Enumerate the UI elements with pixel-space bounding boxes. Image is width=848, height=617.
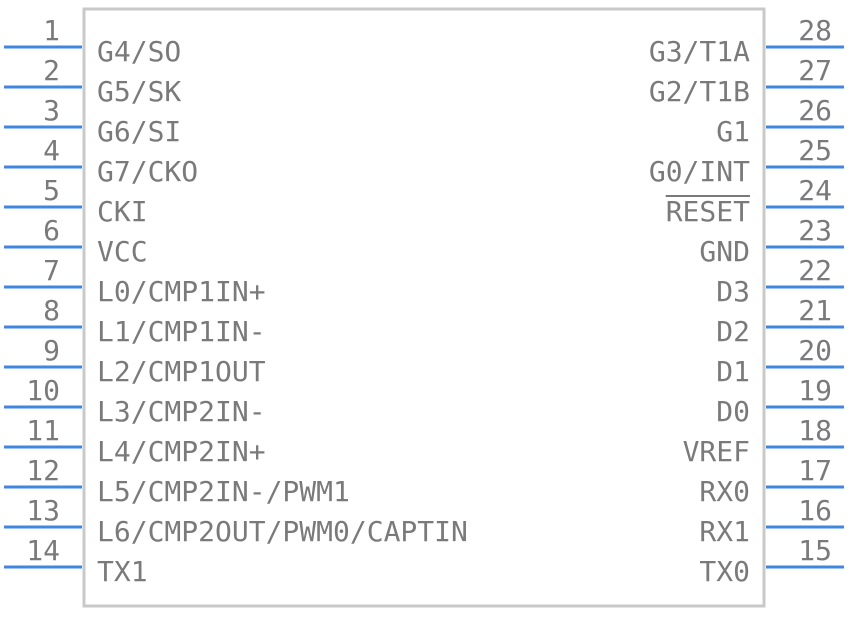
- pin-name: L6/CMP2OUT/PWM0/CAPTIN: [97, 515, 468, 548]
- pin-number: 15: [798, 534, 832, 567]
- pin-number: 18: [798, 414, 832, 447]
- pin-name: G7/CKO: [97, 155, 198, 188]
- pin-name: G1: [716, 115, 750, 148]
- pin-number: 23: [798, 214, 832, 247]
- pin-number: 11: [26, 414, 60, 447]
- pin-number: 2: [43, 54, 60, 87]
- pin-7: 7L0/CMP1IN+: [4, 254, 266, 308]
- pin-name: G2/T1B: [649, 75, 750, 108]
- pin-number: 25: [798, 134, 832, 167]
- pin-number: 22: [798, 254, 832, 287]
- pin-9: 9L2/CMP1OUT: [4, 334, 266, 388]
- pin-name: VCC: [97, 235, 148, 268]
- pin-number: 19: [798, 374, 832, 407]
- pin-name: G0/INT: [649, 155, 750, 188]
- pin-name: TX0: [699, 555, 750, 588]
- pin-number: 6: [43, 214, 60, 247]
- pin-name: L1/CMP1IN-: [97, 315, 266, 348]
- pin-name: D2: [716, 315, 750, 348]
- pin-name: L0/CMP1IN+: [97, 275, 266, 308]
- pin-name: L5/CMP2IN-/PWM1: [97, 475, 350, 508]
- ic-body: [82, 7, 766, 608]
- pin-name: G5/SK: [97, 75, 181, 108]
- pin-number: 9: [43, 334, 60, 367]
- pin-8: 8L1/CMP1IN-: [4, 294, 266, 348]
- pin-name: D1: [716, 355, 750, 388]
- pin-number: 14: [26, 534, 60, 567]
- right-pin-group: 28G3/T1A27G2/T1B26G125G0/INT24RESET23GND…: [649, 14, 844, 588]
- pin-name: D0: [716, 395, 750, 428]
- pin-name: L2/CMP1OUT: [97, 355, 266, 388]
- pin-name: G3/T1A: [649, 35, 750, 68]
- pin-number: 7: [43, 254, 60, 287]
- pin-name: TX1: [97, 555, 148, 588]
- pin-name: L3/CMP2IN-: [97, 395, 266, 428]
- pin-number: 12: [26, 454, 60, 487]
- pin-number: 28: [798, 14, 832, 47]
- pin-number: 27: [798, 54, 832, 87]
- pin-name: VREF: [683, 435, 750, 468]
- pin-name: GND: [699, 235, 750, 268]
- pin-number: 3: [43, 94, 60, 127]
- pin-number: 21: [798, 294, 832, 327]
- pin-2: 2G5/SK: [4, 54, 181, 108]
- pin-number: 13: [26, 494, 60, 527]
- pin-name: G4/SO: [97, 35, 181, 68]
- pin-number: 5: [43, 174, 60, 207]
- pin-number: 8: [43, 294, 60, 327]
- pin-number: 26: [798, 94, 832, 127]
- pin-number: 10: [26, 374, 60, 407]
- left-pin-group: 1G4/SO2G5/SK3G6/SI4G7/CKO5CKI6VCC7L0/CMP…: [4, 14, 468, 588]
- pin-name: RESET: [666, 195, 750, 228]
- pin-number: 20: [798, 334, 832, 367]
- pin-number: 4: [43, 134, 60, 167]
- pin-name: CKI: [97, 195, 148, 228]
- pin-number: 24: [798, 174, 832, 207]
- pin-name: L4/CMP2IN+: [97, 435, 266, 468]
- pin-number: 17: [798, 454, 832, 487]
- pin-1: 1G4/SO: [4, 14, 181, 68]
- pin-4: 4G7/CKO: [4, 134, 198, 188]
- pin-name: RX0: [699, 475, 750, 508]
- pin-name: G6/SI: [97, 115, 181, 148]
- pin-name: RX1: [699, 515, 750, 548]
- pin-3: 3G6/SI: [4, 94, 181, 148]
- pin-name: D3: [716, 275, 750, 308]
- pin-number: 1: [43, 14, 60, 47]
- pin-number: 16: [798, 494, 832, 527]
